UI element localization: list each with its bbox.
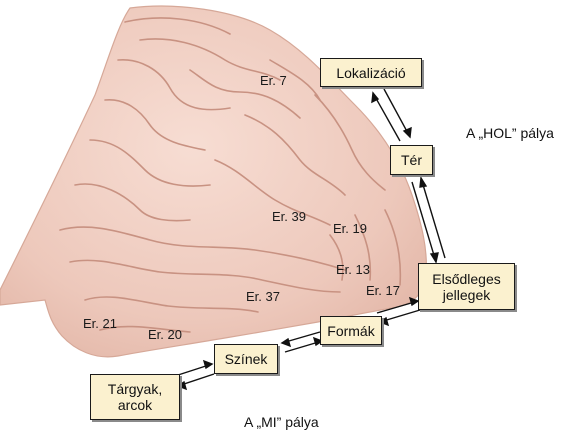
- area-label-37: Er. 37: [246, 289, 280, 304]
- box-elsodleges-jellegek: Elsődleges jellegek: [418, 263, 515, 310]
- box-lokalizacio: Lokalizáció: [320, 58, 422, 87]
- box-ter: Tér: [390, 145, 433, 175]
- brain-outline: [0, 5, 427, 358]
- box-targyak-arcok: Tárgyak, arcok: [90, 374, 180, 420]
- area-label-7: Er. 7: [260, 73, 287, 88]
- pathway-label-mi: A „MI” pálya: [244, 414, 319, 430]
- area-label-39: Er. 39: [272, 209, 306, 224]
- gyri-lines: [59, 17, 402, 333]
- box-szinek: Színek: [214, 344, 278, 374]
- area-label-20: Er. 20: [148, 327, 182, 342]
- area-label-17: Er. 17: [366, 283, 400, 298]
- area-label-13: Er. 13: [336, 262, 370, 277]
- pathway-label-hol: A „HOL” pálya: [466, 125, 554, 141]
- area-label-19: Er. 19: [333, 221, 367, 236]
- box-formak: Formák: [320, 316, 382, 345]
- area-label-21: Er. 21: [83, 316, 117, 331]
- flow-arrows: [174, 88, 446, 391]
